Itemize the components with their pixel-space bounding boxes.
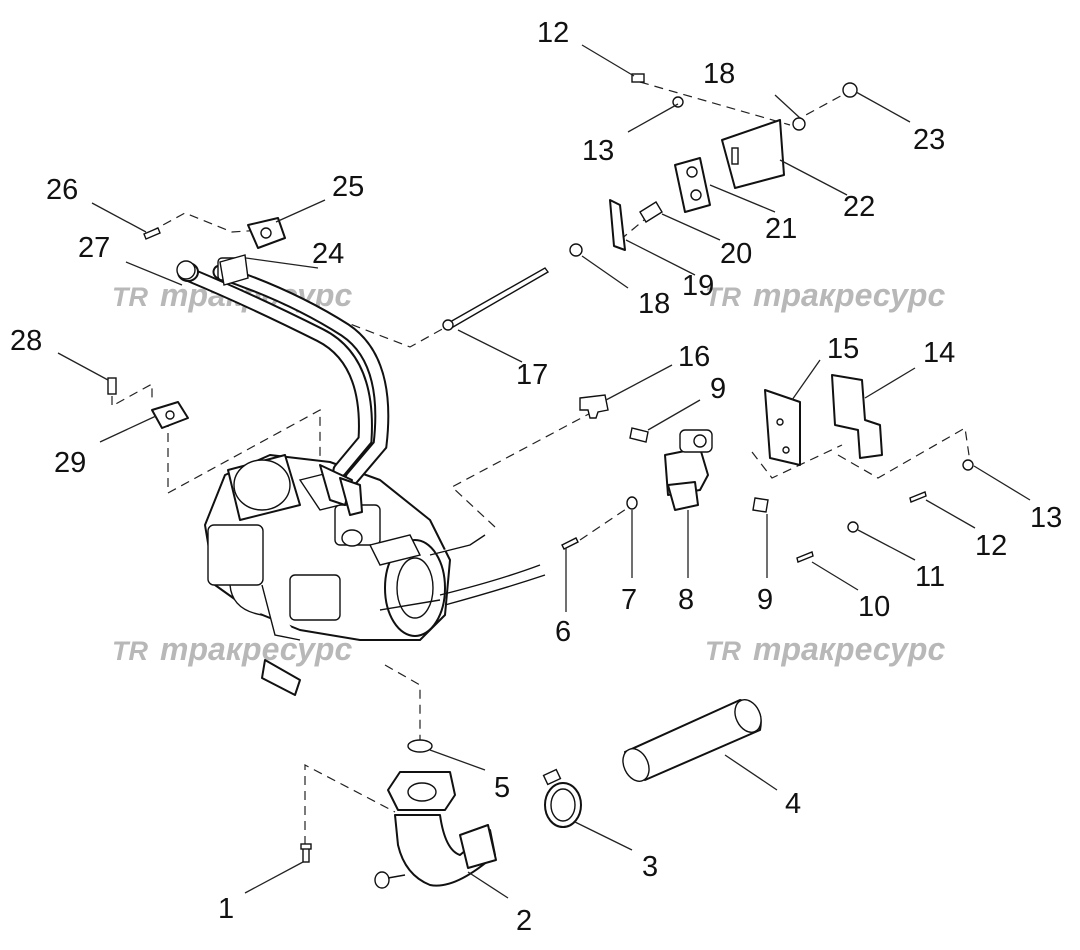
part-12-bolt-right [909,491,927,503]
callout-2: 2 [516,905,532,937]
part-14-bracket [831,374,883,459]
watermark-logo: TR [705,282,741,312]
callout-17: 17 [516,359,548,391]
callout-27: 27 [78,232,110,264]
watermark-bottom-left: TR тракресурс [112,631,352,667]
callout-18-right: 18 [703,58,735,90]
callout-24: 24 [312,238,344,270]
part-11-washer [847,521,859,533]
callout-16: 16 [678,341,710,373]
callout-18-left: 18 [638,288,670,320]
callout-10: 10 [858,591,890,623]
callout-23: 23 [913,124,945,156]
part-28-bolt [107,377,117,395]
part-22-bracket [721,119,785,189]
part-18-washer-right [792,117,806,131]
part-2-elbow-pipe [374,771,497,889]
part-26-bolt [143,227,161,240]
part-12-bolt-top [631,73,645,83]
callout-1: 1 [218,893,234,925]
part-9-fitting-bottom [752,497,769,513]
callout-12-top: 12 [537,17,569,49]
part-29-flange [151,401,189,429]
hose-bundle [177,257,390,516]
callout-20: 20 [720,238,752,270]
part-3-hose-clamp [542,768,582,828]
callout-26: 26 [46,174,78,206]
part-17-long-bolt [442,267,550,331]
part-20-spacer [639,201,663,223]
part-16-tee-fitting [579,394,609,419]
watermark-top-right: TR тракресурс [705,277,945,313]
callout-11: 11 [915,561,945,593]
part-27-fitting [176,260,196,280]
part-24-flange [219,254,249,286]
part-10-bolt [796,551,814,563]
watermark-text: тракресурс [753,631,945,667]
callout-9-bottom: 9 [757,584,773,616]
part-7-washer [626,496,638,510]
callout-25: 25 [332,171,364,203]
watermark-logo: TR [705,636,741,666]
hydraulic-pump-assembly [204,454,546,696]
callout-29: 29 [54,447,86,479]
callout-6: 6 [555,616,571,648]
callout-9-top: 9 [710,373,726,405]
callout-19: 19 [682,270,714,302]
callout-3: 3 [642,851,658,883]
callout-12-right: 12 [975,530,1007,562]
callout-numbers: 1 2 3 4 5 6 7 8 9 9 10 11 12 12 13 13 14… [10,17,1062,937]
callout-4: 4 [785,788,801,820]
part-6-bolt [561,537,579,550]
part-4-hose [622,699,762,782]
part-19-plate [609,199,626,251]
watermark-text: тракресурс [160,631,352,667]
callout-13-right: 13 [1030,502,1062,534]
part-5-o-ring [407,739,433,753]
callout-13-top: 13 [582,135,614,167]
watermark-text: тракресурс [753,277,945,313]
callout-8: 8 [678,584,694,616]
part-13-washer-top [672,96,684,108]
callout-28: 28 [10,325,42,357]
callout-5: 5 [494,772,510,804]
watermark-logo: TR [112,636,148,666]
part-13-washer-right [962,459,974,471]
callout-22: 22 [843,191,875,223]
part-1-bolt [300,843,312,863]
part-8-filter [664,429,713,511]
part-23-nut [842,82,858,98]
watermark-bottom-right: TR тракресурс [705,631,945,667]
callout-14: 14 [923,337,955,369]
callout-21: 21 [765,213,797,245]
watermark-logo: TR [112,282,148,312]
part-25-flange [247,217,286,249]
part-21-clamp-block [674,157,711,213]
part-9-fitting-top [629,427,649,443]
part-18-washer-left [569,243,583,257]
callout-15: 15 [827,333,859,365]
leader-lines [57,44,1031,899]
callout-7: 7 [621,584,637,616]
assembly-dash-lines [111,81,971,845]
part-15-plate [764,389,801,466]
